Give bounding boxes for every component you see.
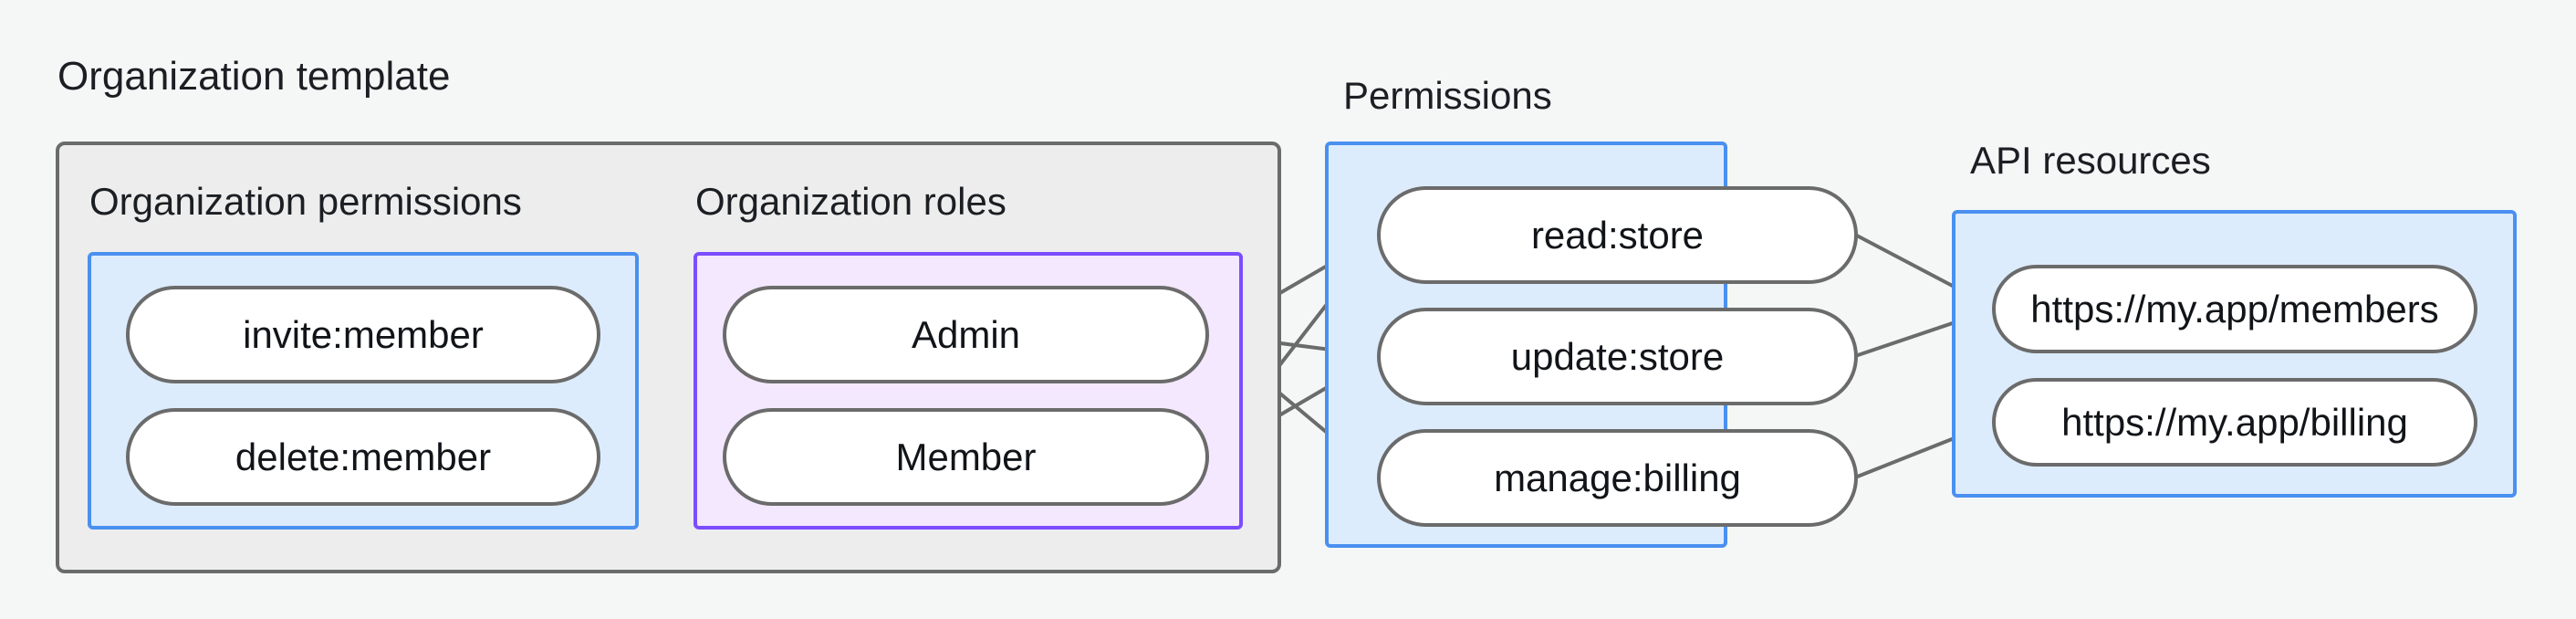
organization-template-title: Organization template [57, 54, 451, 99]
node-label: invite:member [243, 312, 484, 356]
node-delete-member[interactable]: delete:member [126, 408, 600, 506]
organization-roles-title: Organization roles [695, 180, 1006, 223]
node-label: https://my.app/billing [2061, 400, 2408, 444]
node-label: delete:member [235, 435, 492, 478]
node-label: https://my.app/members [2030, 287, 2439, 330]
node-read-store[interactable]: read:store [1377, 186, 1858, 284]
api-resources-title: API resources [1970, 139, 2211, 182]
node-label: read:store [1530, 213, 1705, 257]
node-label: update:store [1510, 334, 1725, 378]
node-label: Member [895, 435, 1037, 478]
permissions-title: Permissions [1343, 74, 1552, 117]
node-manage-billing[interactable]: manage:billing [1377, 429, 1858, 527]
node-res-billing[interactable]: https://my.app/billing [1992, 378, 2477, 467]
node-update-store[interactable]: update:store [1377, 308, 1858, 405]
node-member[interactable]: Member [723, 408, 1209, 506]
node-invite-member[interactable]: invite:member [126, 286, 600, 383]
node-label: manage:billing [1494, 456, 1741, 499]
node-admin[interactable]: Admin [723, 286, 1209, 383]
node-res-members[interactable]: https://my.app/members [1992, 265, 2477, 353]
organization-permissions-title: Organization permissions [89, 180, 522, 223]
node-label: Admin [911, 312, 1021, 356]
